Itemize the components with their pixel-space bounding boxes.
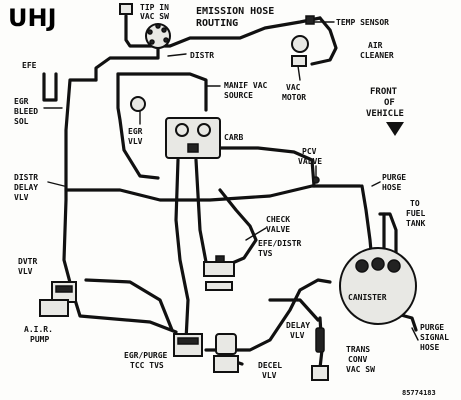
hose-left-inner bbox=[116, 72, 160, 180]
hose-left-frame bbox=[62, 78, 98, 292]
label-decel-line2: VLV bbox=[262, 371, 277, 380]
leader-distr-delay bbox=[47, 181, 65, 187]
delay-valve bbox=[315, 327, 325, 353]
tip-in-vac-switch bbox=[119, 3, 133, 19]
label-trans-conv-line3: VAC SW bbox=[346, 365, 375, 374]
label-vac-motor-line1: VAC bbox=[286, 83, 301, 92]
label-air-cleaner-line1: AIR bbox=[368, 41, 383, 50]
label-carb: CARB bbox=[224, 133, 243, 142]
leader-vac-motor bbox=[297, 65, 301, 81]
label-distr-delay-line3: VLV bbox=[14, 193, 29, 202]
label-distr: DISTR bbox=[190, 51, 214, 60]
label-air-pump-line1: A.I.R. bbox=[24, 325, 53, 334]
label-egr-bleed-line2: BLEED bbox=[14, 107, 38, 116]
label-tip-in-line1: TIP IN bbox=[140, 3, 169, 12]
label-vac-motor-line2: MOTOR bbox=[282, 93, 306, 102]
hose-center-2 bbox=[194, 158, 208, 264]
hose-air-cleaner bbox=[310, 16, 338, 66]
label-to-fuel-line2: FUEL bbox=[406, 209, 425, 218]
figure-number: 85774183 bbox=[402, 389, 436, 397]
leader-check-valve bbox=[245, 227, 267, 241]
carburetor bbox=[165, 117, 221, 159]
leader-purge-signal bbox=[411, 327, 419, 341]
label-pcv-line2: VALVE bbox=[298, 157, 322, 166]
hose-check-valve bbox=[218, 188, 258, 266]
dvtr-valve bbox=[51, 281, 77, 303]
diagram-title-line1: EMISSION HOSE bbox=[196, 6, 274, 17]
label-purge-hose-line2: HOSE bbox=[382, 183, 401, 192]
label-front-line2: OF bbox=[384, 98, 395, 108]
label-purge-signal-line3: HOSE bbox=[420, 343, 439, 352]
label-purge-hose-line1: PURGE bbox=[382, 173, 406, 182]
label-to-fuel-line3: TANK bbox=[406, 219, 425, 228]
label-manif-vac-line1: MANIF VAC bbox=[224, 81, 268, 90]
label-distr-delay-line1: DISTR bbox=[14, 173, 38, 182]
label-egr-purge-line2: TCC TVS bbox=[130, 361, 164, 370]
label-manif-vac-line2: SOURCE bbox=[224, 91, 253, 100]
pcv-valve bbox=[312, 176, 320, 184]
hose-manif-vac bbox=[116, 72, 208, 112]
label-pcv-line1: PCV bbox=[302, 147, 317, 156]
air-cleaner-assembly bbox=[291, 15, 315, 67]
hose-top-run bbox=[124, 14, 322, 48]
distributor bbox=[145, 23, 171, 49]
hose-lower-left bbox=[70, 288, 178, 334]
label-air-cleaner-line2: CLEANER bbox=[360, 51, 394, 60]
hose-carb-pcv bbox=[218, 146, 316, 188]
label-trans-conv-line2: CONV bbox=[348, 355, 367, 364]
label-front-line3: VEHICLE bbox=[366, 109, 404, 119]
hose-center-down bbox=[174, 158, 190, 342]
efe-distr-tvs bbox=[203, 255, 235, 291]
hose-lower-trunk bbox=[64, 184, 362, 202]
label-delay-vlv-line1: DELAY bbox=[286, 321, 310, 330]
leader-distr bbox=[167, 53, 187, 57]
decel-valve bbox=[213, 333, 239, 373]
label-decel-line1: DECEL bbox=[258, 361, 282, 370]
label-egr-bleed-line3: SOL bbox=[14, 117, 29, 126]
canister bbox=[339, 247, 417, 325]
leader-purge-hose bbox=[371, 181, 381, 187]
label-tip-in-line2: VAC SW bbox=[140, 12, 169, 21]
label-efe-distr-line1: EFE/DISTR bbox=[258, 239, 302, 248]
label-check-valve-line1: CHECK bbox=[266, 215, 290, 224]
label-front-line1: FRONT bbox=[370, 87, 398, 97]
label-check-valve-line2: VALVE bbox=[266, 225, 290, 234]
front-arrow bbox=[386, 122, 404, 136]
label-temp-sensor: TEMP SENSOR bbox=[336, 18, 389, 27]
hose-dvtr-loop bbox=[84, 278, 174, 332]
label-trans-conv-line1: TRANS bbox=[346, 345, 370, 354]
hose-delay-link bbox=[268, 298, 320, 322]
label-efe-distr-line2: TVS bbox=[258, 249, 273, 258]
label-purge-signal-line1: PURGE bbox=[420, 323, 444, 332]
hose-bottom-right bbox=[204, 278, 332, 352]
egr-purge-tcc-tvs bbox=[173, 333, 203, 357]
label-egr-bleed-line1: EGR bbox=[14, 97, 29, 106]
label-to-fuel-line1: TO bbox=[410, 199, 420, 208]
label-egr-vlv-line1: EGR bbox=[128, 127, 143, 136]
label-purge-signal-line2: SIGNAL bbox=[420, 333, 449, 342]
label-delay-vlv-line2: VLV bbox=[290, 331, 305, 340]
trans-conv-vac-switch bbox=[311, 365, 329, 381]
air-pump bbox=[39, 299, 69, 317]
diagram-title-line2: ROUTING bbox=[196, 18, 238, 29]
hose-distributor bbox=[94, 44, 160, 82]
egr-valve bbox=[130, 96, 146, 112]
label-distr-delay-line2: DELAY bbox=[14, 183, 38, 192]
label-egr-vlv-line2: VLV bbox=[128, 137, 143, 146]
label-dvtr-line2: VLV bbox=[18, 267, 33, 276]
label-efe: EFE bbox=[22, 61, 37, 70]
engine-code: UHJ bbox=[8, 4, 57, 32]
label-air-pump-line2: PUMP bbox=[30, 335, 49, 344]
label-canister: CANISTER bbox=[348, 293, 387, 302]
label-egr-purge-line1: EGR/PURGE bbox=[124, 351, 168, 360]
leader-lines bbox=[43, 21, 419, 341]
label-dvtr-line1: DVTR bbox=[18, 257, 37, 266]
efe-component bbox=[42, 72, 58, 102]
